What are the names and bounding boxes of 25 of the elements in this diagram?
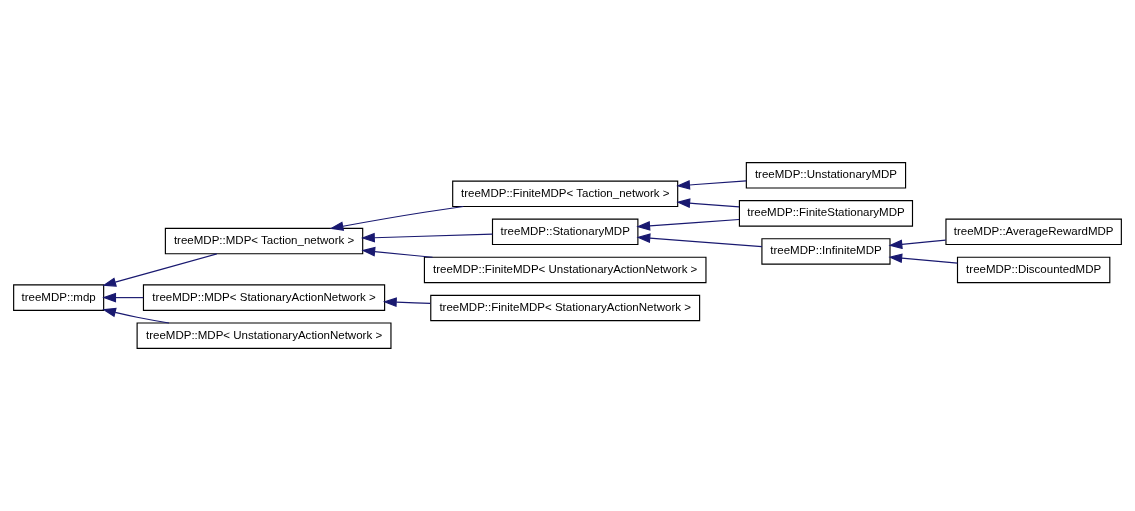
arrow <box>888 239 947 250</box>
arrow <box>382 297 431 308</box>
node-box: treeMDP::FiniteStationaryMDP <box>738 200 914 227</box>
node-box: treeMDP::DiscountedMDP <box>956 256 1111 284</box>
arrow <box>636 218 740 231</box>
arrow <box>329 205 464 231</box>
arrow <box>102 253 218 287</box>
node-box: treeMDP::FiniteMDP< UnstationaryActionNetwork > <box>423 256 707 284</box>
arrow <box>676 198 740 208</box>
node-box: treeMDP::FiniteMDP< StationaryActionNetwork > <box>430 294 701 322</box>
node-box: treeMDP::MDP< Taction_network > <box>164 227 364 255</box>
arrow <box>102 292 144 303</box>
node-box: treeMDP::AverageRewardMDP <box>945 218 1122 246</box>
arrow <box>676 180 747 190</box>
node-box: treeMDP::UnstationaryMDP <box>745 162 907 189</box>
node-box: treeMDP::MDP< StationaryActionNetwork > <box>142 284 386 311</box>
node-box: treeMDP::InfiniteMDP <box>761 238 891 265</box>
arrow <box>361 232 494 243</box>
node-box: treeMDP::mdp <box>13 284 105 311</box>
arrow <box>888 253 959 264</box>
arrow <box>636 233 763 248</box>
arrow <box>361 246 434 258</box>
node-box: treeMDP::MDP< UnstationaryActionNetwork > <box>136 322 392 349</box>
node-box: treeMDP::FiniteMDP< Taction_network > <box>452 180 679 208</box>
node-box: treeMDP::StationaryMDP <box>491 218 639 246</box>
